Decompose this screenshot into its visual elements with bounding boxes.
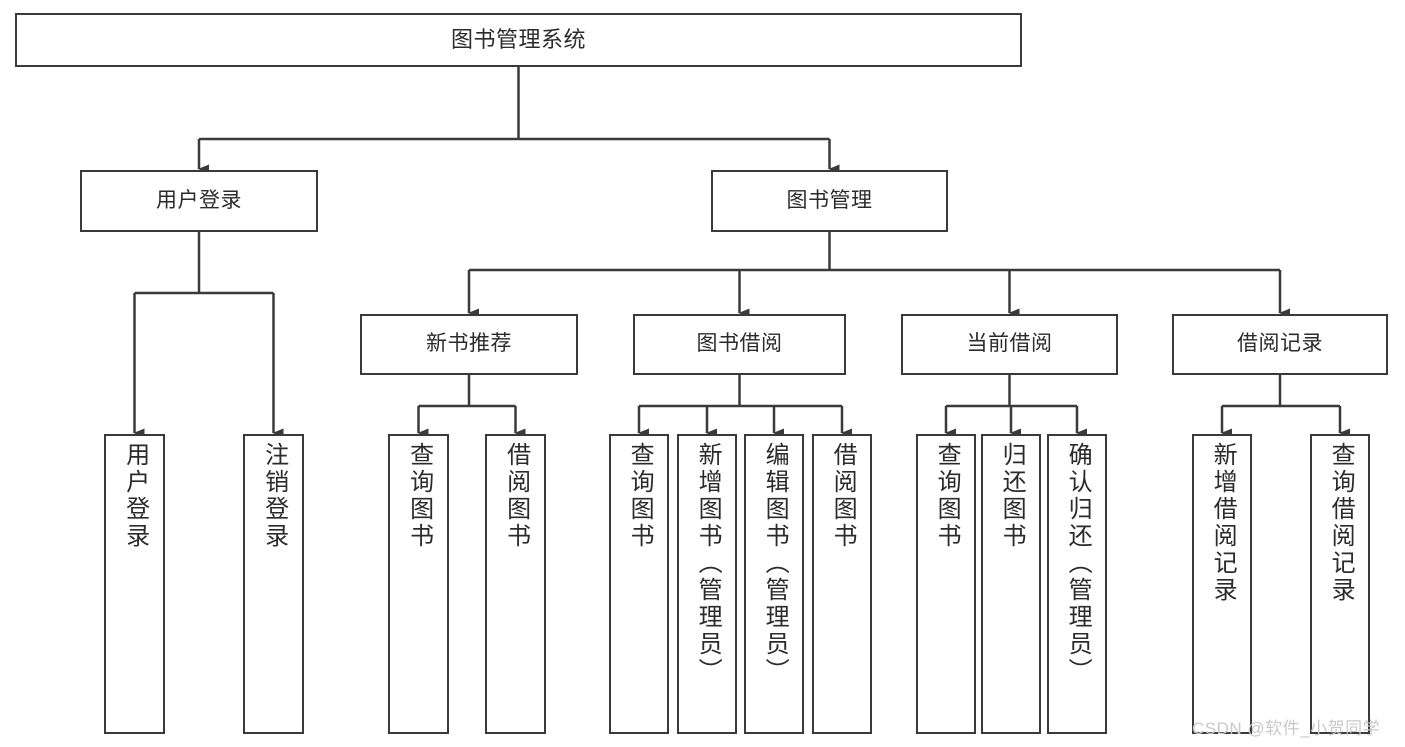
node-label: 借阅图书 [829,442,857,550]
node-label: 查询借阅记录 [1327,442,1355,604]
node-l12[interactable]: 新增借阅记录 [1192,434,1252,734]
node-l10[interactable]: 归还图书 [981,434,1041,734]
node-root[interactable]: 图书管理系统 [15,13,1022,67]
node-label: 新书推荐 [426,332,512,356]
node-label: 查询图书 [933,442,961,550]
node-l13[interactable]: 查询借阅记录 [1310,434,1370,734]
node-label: 新增借阅记录 [1209,442,1237,604]
node-l4[interactable]: 借阅图书 [485,434,546,734]
node-l8[interactable]: 借阅图书 [812,434,872,734]
node-l3[interactable]: 查询图书 [388,434,449,734]
node-l2[interactable]: 注销登录 [243,434,304,734]
node-l1[interactable]: 用户登录 [104,434,165,734]
node-label: 图书借阅 [696,332,783,356]
node-label: 用户登录 [156,188,242,212]
node-l9[interactable]: 查询图书 [916,434,976,734]
node-l5[interactable]: 查询图书 [609,434,669,734]
node-label: 归还图书 [998,442,1026,550]
node-l11[interactable]: 确认归还（管理员） [1047,434,1107,734]
node-label: 借阅记录 [1237,332,1323,356]
node-login[interactable]: 用户登录 [80,170,318,232]
node-label: 当前借阅 [966,332,1053,356]
node-label: 编辑图书（管理员） [761,442,789,685]
node-newbook[interactable]: 新书推荐 [360,314,578,375]
node-records[interactable]: 借阅记录 [1172,314,1388,375]
node-l6[interactable]: 新增图书（管理员） [677,434,737,734]
node-label: 借阅图书 [502,442,530,550]
node-label: 注销登录 [260,442,288,550]
node-label: 图书管理系统 [450,27,586,53]
node-bookmgmt[interactable]: 图书管理 [711,170,948,232]
node-label: 查询图书 [405,442,433,550]
node-label: 用户登录 [121,442,149,550]
node-label: 查询图书 [626,442,654,550]
node-l7[interactable]: 编辑图书（管理员） [744,434,804,734]
node-borrow[interactable]: 图书借阅 [633,314,846,375]
node-label: 新增图书（管理员） [694,442,722,685]
node-current[interactable]: 当前借阅 [901,314,1118,375]
node-label: 图书管理 [786,188,873,212]
node-label: 确认归还（管理员） [1064,442,1092,685]
